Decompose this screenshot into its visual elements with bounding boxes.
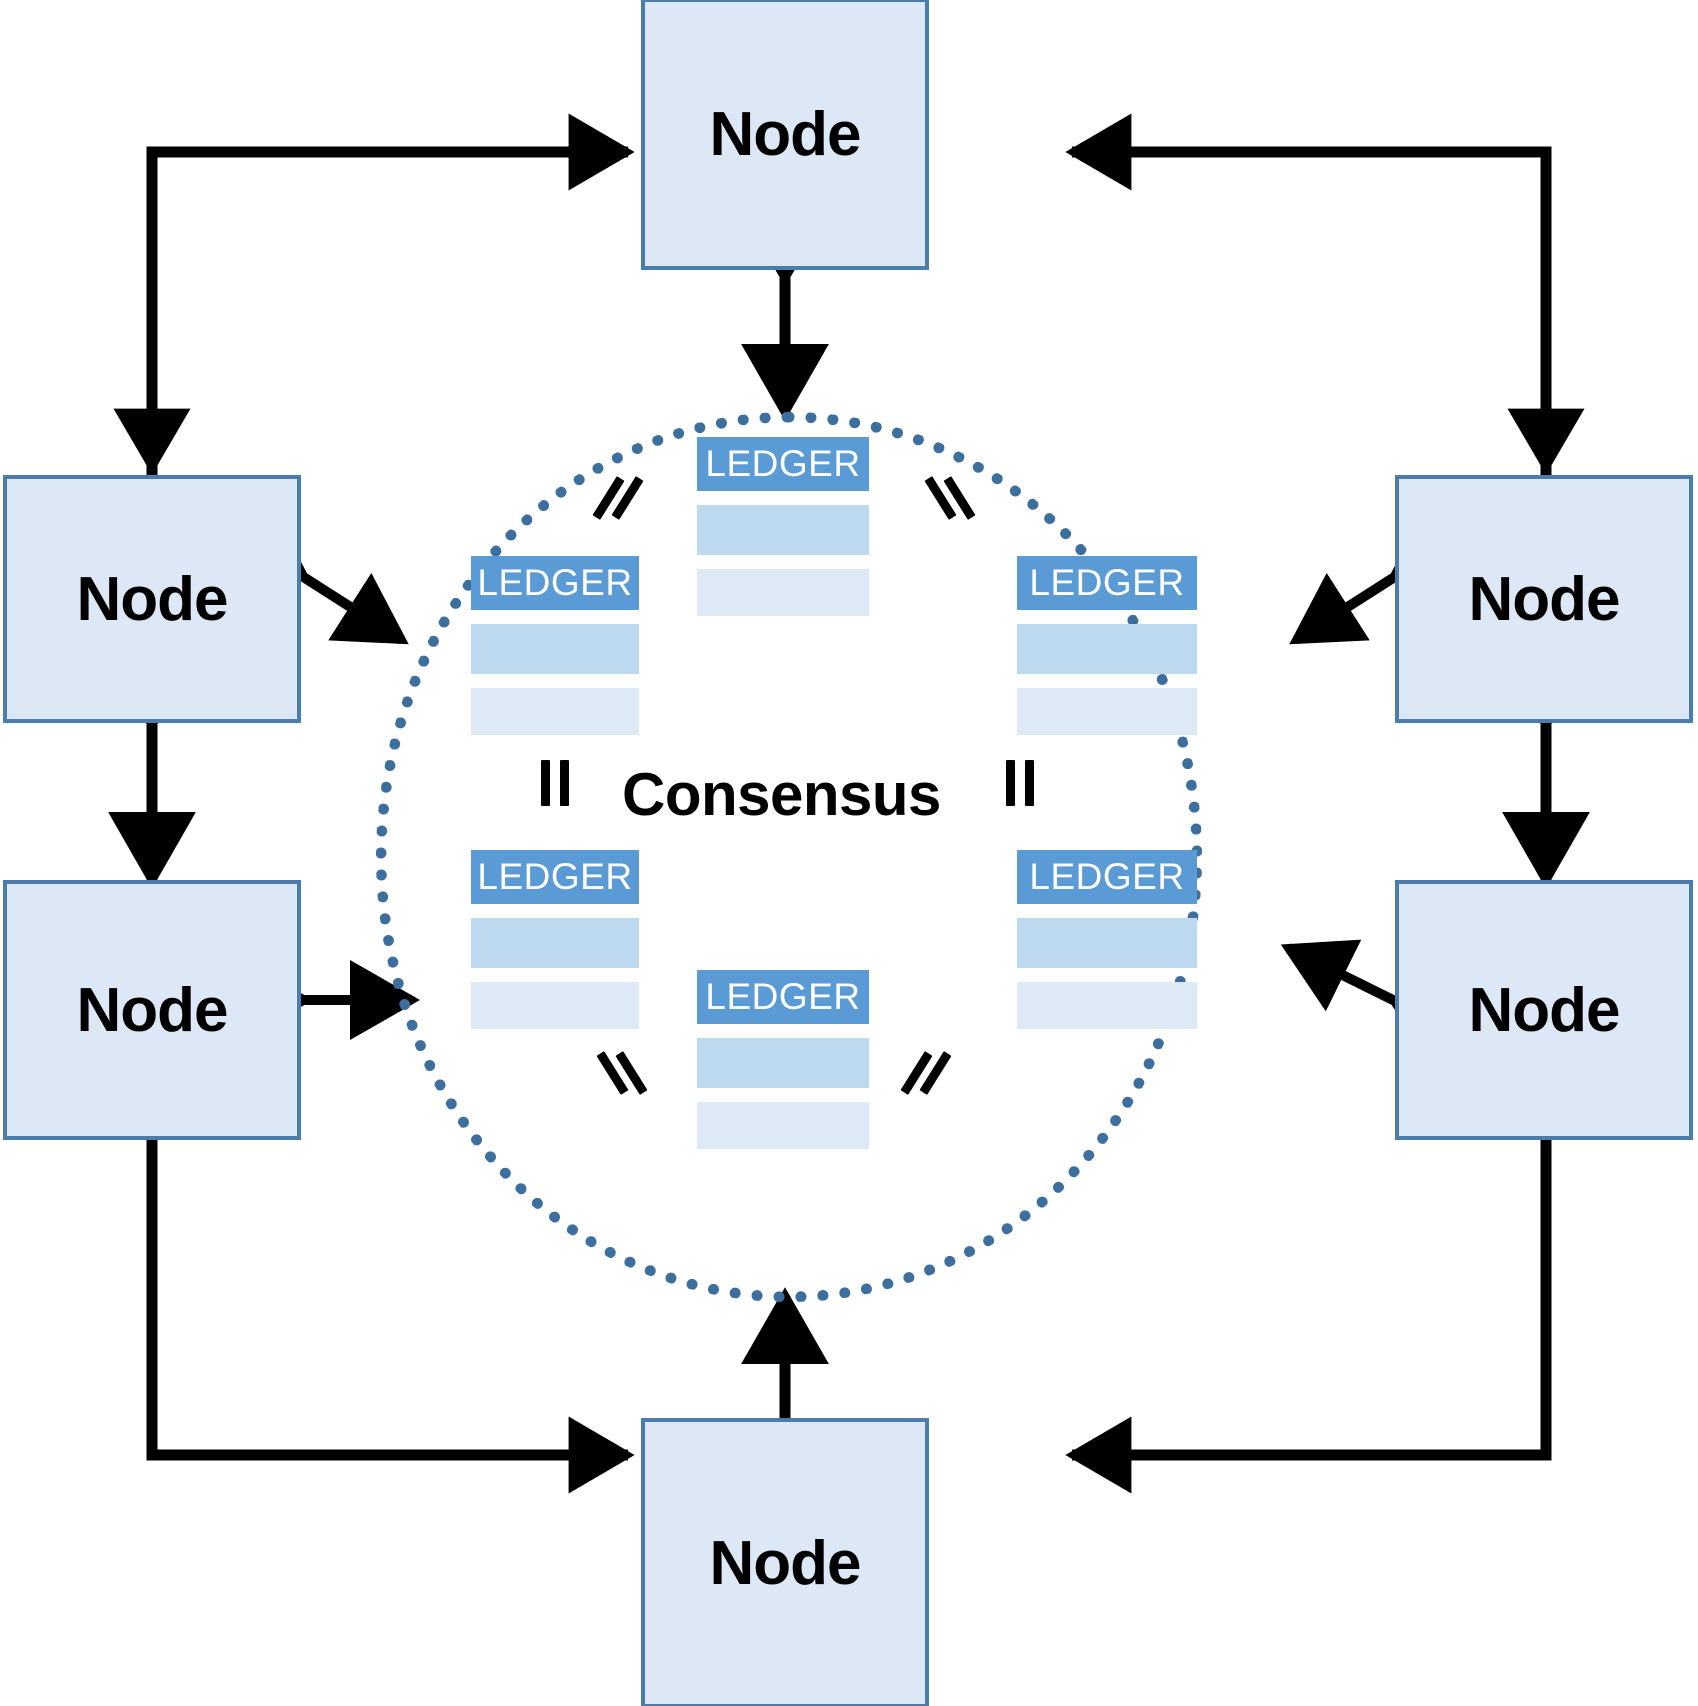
ledger-header: LEDGER <box>1017 556 1197 610</box>
ledger-left-lower[interactable]: LEDGER <box>471 850 639 1029</box>
ledger-right-lower[interactable]: LEDGER <box>1017 850 1197 1029</box>
arrow-right-lower-to-circle <box>1280 939 1467 1064</box>
ledger-row-2 <box>471 982 639 1029</box>
arrow-left-upper-to-top <box>146 113 635 477</box>
ledger-bottom[interactable]: LEDGER <box>697 970 869 1149</box>
ledger-row-1 <box>697 505 869 555</box>
node-box-bottom[interactable]: Node <box>641 1418 929 1706</box>
ledger-header: LEDGER <box>697 437 869 491</box>
equals-icon-top-right <box>924 475 976 521</box>
consensus-label: Consensus <box>622 761 941 828</box>
arrow-right-lower-to-bottom <box>1065 1140 1552 1494</box>
node-label: Node <box>76 975 229 1045</box>
ledger-row-1 <box>1017 918 1197 968</box>
ledger-gap <box>1017 968 1197 982</box>
ledger-header: LEDGER <box>1017 850 1197 904</box>
node-label: Node <box>709 99 862 169</box>
ledger-top[interactable]: LEDGER <box>697 437 869 616</box>
node-box-right-upper[interactable]: Node <box>1395 475 1693 723</box>
ledger-header: LEDGER <box>471 556 639 610</box>
ledger-gap <box>1017 904 1197 918</box>
ledger-left-upper[interactable]: LEDGER <box>471 556 639 735</box>
ledger-gap <box>471 904 639 918</box>
ledger-gap <box>471 674 639 688</box>
arrow-right-upper-to-circle <box>1289 510 1467 645</box>
ledger-gap <box>1017 674 1197 688</box>
ledger-gap <box>697 555 869 569</box>
node-label: Node <box>1468 975 1621 1045</box>
ledger-gap <box>1017 610 1197 624</box>
ledger-gap <box>697 1088 869 1102</box>
ledger-row-2 <box>697 569 869 616</box>
ledger-row-1 <box>471 624 639 674</box>
equals-icon-bottom-right <box>900 1050 952 1096</box>
ledger-header: LEDGER <box>697 970 869 1024</box>
node-box-top[interactable]: Node <box>641 0 929 270</box>
equals-icon-middle-left <box>535 760 579 806</box>
equals-icon-middle-right <box>1000 760 1044 806</box>
ledger-gap <box>471 968 639 982</box>
ledger-row-1 <box>697 1038 869 1088</box>
ledger-row-2 <box>697 1102 869 1149</box>
ledger-row-2 <box>471 688 639 735</box>
node-box-left-upper[interactable]: Node <box>3 475 301 723</box>
ledger-gap <box>697 1024 869 1038</box>
node-label: Node <box>76 564 229 634</box>
node-box-left-lower[interactable]: Node <box>3 880 301 1140</box>
ledger-row-1 <box>471 918 639 968</box>
node-label: Node <box>709 1528 862 1598</box>
arrow-left-upper-to-circle <box>231 510 409 645</box>
node-label: Node <box>1468 564 1621 634</box>
equals-icon-bottom-left <box>596 1050 648 1096</box>
ledger-gap <box>471 610 639 624</box>
ledger-header: LEDGER <box>471 850 639 904</box>
node-box-right-lower[interactable]: Node <box>1395 880 1693 1140</box>
equals-icon-top-left <box>592 475 644 521</box>
ledger-right-upper[interactable]: LEDGER <box>1017 556 1197 735</box>
ledger-row-2 <box>1017 982 1197 1029</box>
ledger-row-1 <box>1017 624 1197 674</box>
ledger-row-2 <box>1017 688 1197 735</box>
arrow-right-upper-to-top <box>1065 113 1552 477</box>
ledger-gap <box>697 491 869 505</box>
